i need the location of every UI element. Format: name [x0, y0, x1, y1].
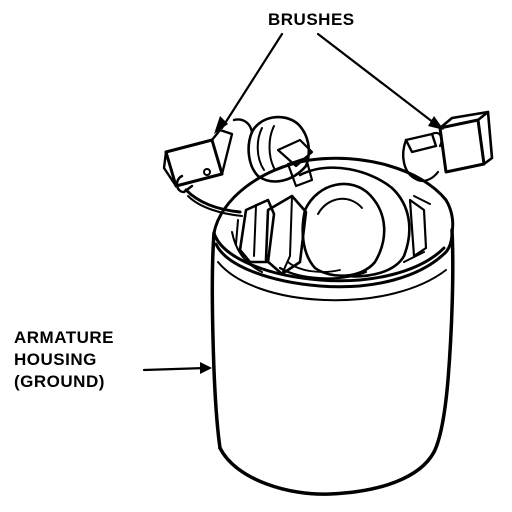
housing-rim — [212, 156, 455, 302]
left-brush — [162, 118, 254, 217]
housing-label-line-1: ARMATURE — [14, 328, 115, 347]
right-brush — [402, 110, 494, 182]
arrowheads — [200, 116, 444, 374]
armature-housing — [210, 228, 455, 496]
housing-label-line-3: (GROUND) — [14, 372, 105, 391]
housing-label-line-2: HOUSING — [14, 350, 97, 369]
armature-housing-label: ARMATURE HOUSING (GROUND) — [14, 327, 114, 393]
brushes-label: BRUSHES — [268, 10, 355, 29]
leader-lines — [142, 32, 440, 372]
armature-core — [231, 115, 431, 280]
